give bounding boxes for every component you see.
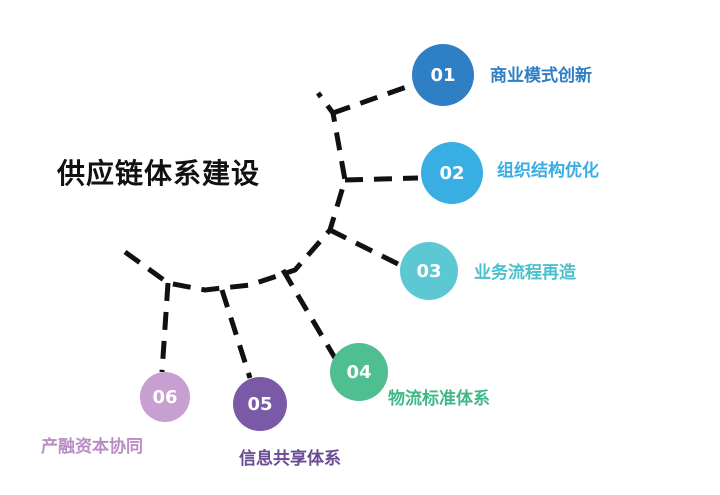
connector-03 <box>328 227 402 268</box>
connector-02 <box>344 175 419 183</box>
node-02-number: 02 <box>439 162 465 184</box>
node-03-number: 03 <box>416 260 442 282</box>
node-05-number: 05 <box>247 393 273 415</box>
main-trunk <box>123 91 348 293</box>
node-03-circle: 03 <box>400 242 458 300</box>
node-01-number: 01 <box>430 64 456 86</box>
node-02-circle: 02 <box>421 142 483 204</box>
node-02-label: 组织结构优化 <box>497 161 599 181</box>
node-04-number: 04 <box>346 361 372 383</box>
node-01-circle: 01 <box>412 44 474 106</box>
node-03-label: 业务流程再造 <box>474 263 576 283</box>
node-06-label: 产融资本协同 <box>41 437 143 457</box>
node-06-number: 06 <box>152 386 178 408</box>
connector-06 <box>159 282 171 373</box>
connector-01 <box>332 82 413 116</box>
node-01-label: 商业模式创新 <box>490 66 592 86</box>
node-05-label: 信息共享体系 <box>239 449 341 469</box>
node-05-circle: 05 <box>233 377 287 431</box>
node-06-circle: 06 <box>140 372 190 422</box>
diagram-title: 供应链体系建设 <box>57 157 261 190</box>
node-04-label: 物流标准体系 <box>388 389 490 409</box>
node-04-circle: 04 <box>330 343 388 401</box>
connector-05 <box>219 289 253 379</box>
connector-04 <box>280 268 338 360</box>
